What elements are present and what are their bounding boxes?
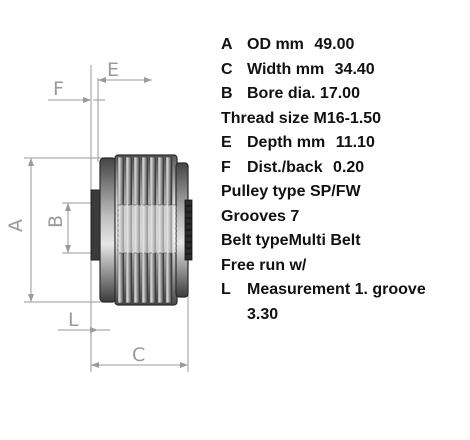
dimension-arrows xyxy=(28,77,188,368)
spec-value: 34.40 xyxy=(334,60,375,78)
spec-value: 49.00 xyxy=(314,36,355,53)
spec-value: w/ xyxy=(289,256,307,274)
spec-row-e: E Depth mm 11.10 xyxy=(221,131,466,156)
spec-value: 3.30 xyxy=(247,305,279,323)
dim-label-E: E xyxy=(107,59,119,81)
spec-row-pulley-type: Pulley type SP/FW xyxy=(221,180,466,205)
spec-list: A OD mm 49.00 C Width mm 34.40 B Bore dia. … xyxy=(221,33,466,327)
spec-row-grooves: Grooves 7 xyxy=(221,205,466,230)
pulley-body xyxy=(90,154,193,306)
spec-row-free-run: Free run w/ xyxy=(221,254,466,279)
spec-key: E xyxy=(221,134,232,151)
spec-label: Pulley type xyxy=(221,183,306,200)
spec-row-a: A OD mm 49.00 xyxy=(221,33,466,58)
spec-label: Belt type xyxy=(221,232,289,249)
dim-label-A: A xyxy=(5,219,27,232)
spec-row-thread-size: Thread size M16-1.50 xyxy=(221,107,466,132)
spec-value: 17.00 xyxy=(319,85,360,102)
spec-row-belt-type: Belt typeMulti Belt xyxy=(221,229,466,254)
spec-label: Width mm xyxy=(247,60,325,78)
spec-value: Multi Belt xyxy=(288,232,361,249)
spec-value: M16-1.50 xyxy=(313,109,382,127)
spec-value: 7 xyxy=(290,207,300,225)
spec-label: Bore dia. xyxy=(247,85,316,102)
spec-key: C xyxy=(221,60,233,78)
spec-key: L xyxy=(221,281,231,298)
pulley-technical-drawing: F E A B L C xyxy=(5,59,193,372)
dim-label-L: L xyxy=(68,309,79,331)
spec-key: F xyxy=(221,158,231,176)
spec-label: Grooves xyxy=(221,207,286,225)
spec-label: Depth mm xyxy=(247,134,326,151)
spec-key: B xyxy=(221,85,233,102)
spec-key: A xyxy=(221,36,233,53)
spec-label: Measurement 1. groove xyxy=(247,281,426,298)
spec-row-f: F Dist./back 0.20 xyxy=(221,156,466,181)
spec-label: Free run xyxy=(221,256,286,274)
spec-row-c: C Width mm 34.40 xyxy=(221,58,466,83)
spec-row-b: B Bore dia. 17.00 xyxy=(221,82,466,107)
spec-label: OD mm xyxy=(247,36,304,53)
spec-value: 11.10 xyxy=(335,134,375,151)
spec-row-l: L Measurement 1. groove 3.30 xyxy=(221,278,466,327)
spec-label: Thread size xyxy=(221,109,310,127)
dim-label-C: C xyxy=(132,344,145,366)
spec-label: Dist./back xyxy=(247,158,323,176)
dim-label-F: F xyxy=(53,78,64,100)
spec-value: 0.20 xyxy=(333,158,365,176)
dim-label-B: B xyxy=(45,215,67,228)
spec-value: SP/FW xyxy=(309,183,361,200)
